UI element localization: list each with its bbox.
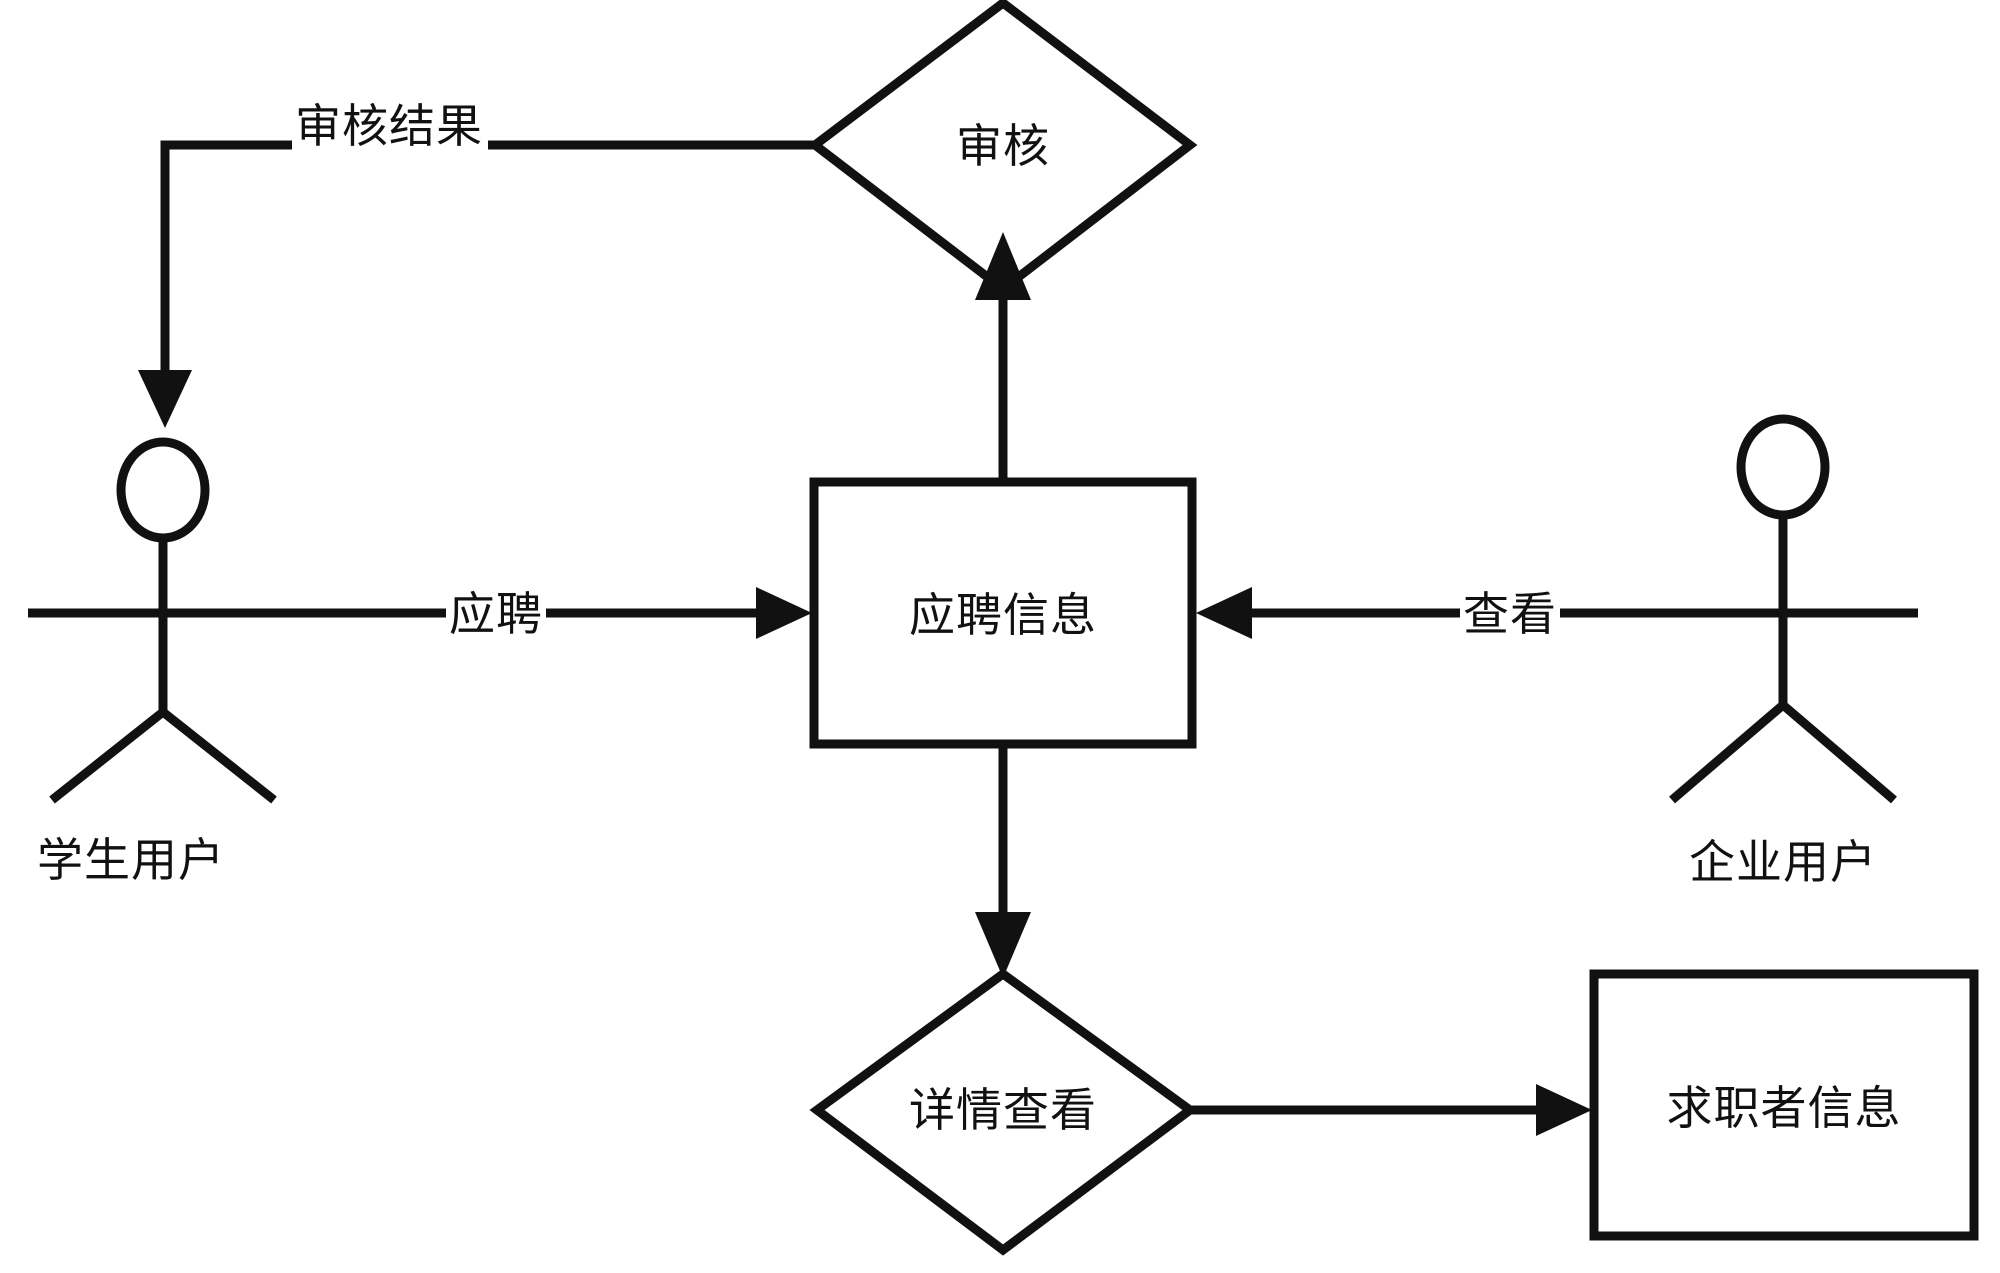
detail-view-label: 详情查看 <box>909 1083 1097 1137</box>
edge-apply-label: 应聘 <box>449 587 543 641</box>
edge-review-result-line <box>160 140 815 400</box>
edge-detail-to-seeker-arrowhead <box>1536 1084 1592 1136</box>
edge-review-result-arrowhead <box>138 370 192 428</box>
review-diamond-shape <box>807 0 1198 295</box>
edge-apply-arrowhead <box>756 587 812 639</box>
edge-review-result-label-bg <box>292 96 488 154</box>
enterprise-actor-leg-left <box>1669 701 1786 804</box>
student-actor-label: 学生用户 <box>37 833 225 887</box>
node-application-info[interactable]: 应聘信息 <box>809 477 1197 749</box>
student-actor-head-icon <box>116 437 210 543</box>
edge-view[interactable]: 查看 <box>1196 585 1760 643</box>
enterprise-actor-label: 企业用户 <box>1689 835 1877 889</box>
node-detail-view[interactable]: 详情查看 <box>809 968 1198 1256</box>
edge-to-detail-arrowhead <box>975 912 1031 978</box>
edge-review-result-label: 审核结果 <box>295 99 483 153</box>
edge-apply-label-bg <box>446 585 546 643</box>
student-actor-leg-right <box>160 708 277 804</box>
node-seeker-info[interactable]: 求职者信息 <box>1589 969 1979 1241</box>
edge-view-arrowhead <box>1196 587 1252 639</box>
application-info-box-shape <box>809 477 1197 749</box>
edge-view-label-bg <box>1460 585 1560 643</box>
seeker-info-label: 求职者信息 <box>1667 1081 1902 1135</box>
node-review[interactable]: 审核 <box>807 0 1198 295</box>
application-info-label: 应聘信息 <box>909 588 1097 642</box>
node-enterprise-actor[interactable]: 企业用户 <box>1652 414 1918 889</box>
enterprise-actor-head-icon <box>1736 414 1830 520</box>
edge-detail-to-seeker[interactable] <box>1190 1084 1592 1136</box>
student-actor-leg-left <box>49 708 166 804</box>
edge-view-label: 查看 <box>1463 587 1557 641</box>
review-label: 审核 <box>956 119 1050 173</box>
detail-view-diamond-shape <box>809 968 1198 1256</box>
edge-to-detail[interactable] <box>975 748 1031 978</box>
node-student-actor[interactable]: 学生用户 <box>28 437 296 887</box>
edge-review-result[interactable]: 审核结果 <box>138 96 815 428</box>
edge-apply[interactable]: 应聘 <box>225 585 812 643</box>
enterprise-actor-leg-right <box>1780 701 1897 804</box>
seeker-info-box-shape <box>1589 969 1979 1241</box>
